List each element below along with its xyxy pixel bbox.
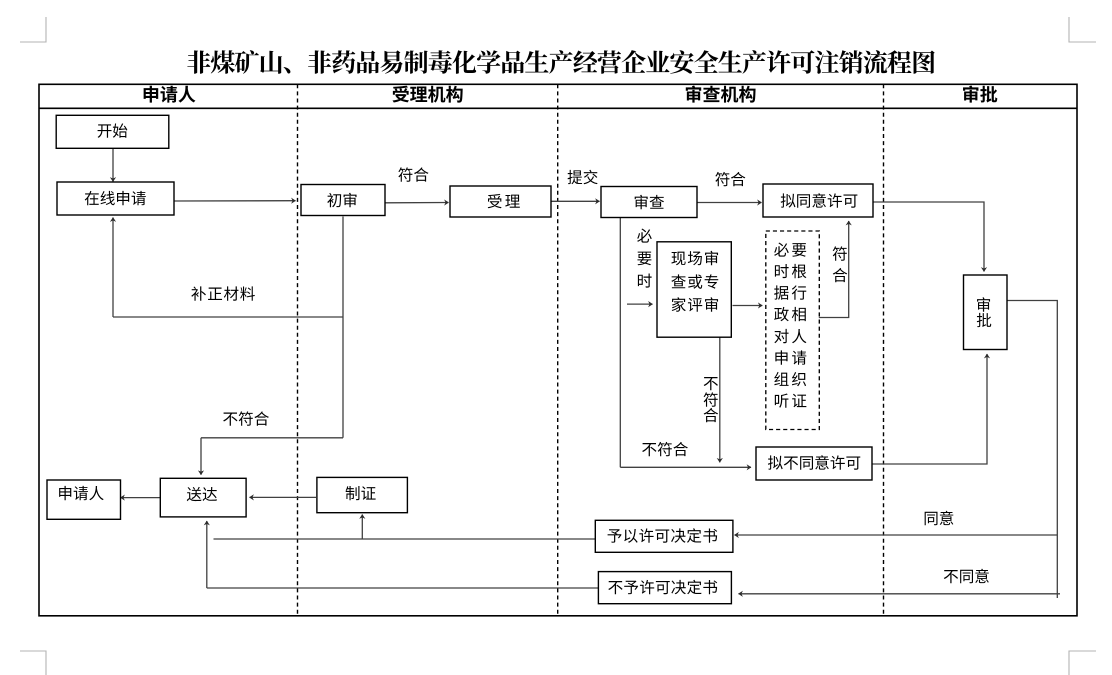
svg-text:非煤矿山、非药品易制毒化学品生产经营企业安全生产许可注销流程: 非煤矿山、非药品易制毒化学品生产经营企业安全生产许可注销流程图 [186,44,936,80]
svg-text:批: 批 [976,309,992,331]
svg-text:必: 必 [637,224,653,246]
svg-text:组织: 组织 [774,368,810,390]
svg-text:查或专: 查或专 [671,270,720,292]
svg-text:审查机构: 审查机构 [685,81,757,107]
svg-text:审查: 审查 [633,191,665,213]
svg-text:合: 合 [832,264,848,286]
svg-text:对人: 对人 [774,325,810,347]
svg-text:不同意: 不同意 [943,565,990,587]
svg-text:符合: 符合 [715,168,747,190]
svg-text:合: 合 [703,404,719,426]
svg-text:拟同意许可: 拟同意许可 [780,190,858,212]
svg-text:不符合: 不符合 [642,438,689,460]
svg-text:开始: 开始 [97,120,129,142]
svg-text:制证: 制证 [345,482,376,504]
svg-text:补正材料: 补正材料 [191,282,256,304]
svg-text:符: 符 [703,388,719,410]
svg-text:申请人: 申请人 [142,81,196,107]
svg-text:听证: 听证 [774,390,810,412]
svg-text:送达: 送达 [186,483,218,505]
svg-text:拟不同意许可: 拟不同意许可 [768,452,862,474]
svg-text:政相: 政相 [774,303,810,325]
svg-text:要: 要 [637,247,653,269]
svg-text:受理机构: 受理机构 [392,81,464,107]
svg-text:申请: 申请 [774,346,810,368]
svg-text:时: 时 [637,270,653,292]
svg-text:予以许可决定书: 予以许可决定书 [607,525,719,547]
svg-text:家评审: 家评审 [671,293,720,315]
svg-text:审批: 审批 [962,81,998,107]
svg-text:现场审: 现场审 [671,247,720,269]
svg-text:申请人: 申请人 [57,482,104,504]
svg-text:符合: 符合 [398,164,430,186]
svg-text:提交: 提交 [567,166,598,188]
svg-text:审: 审 [976,294,992,316]
svg-text:在线申请: 在线申请 [84,187,146,209]
svg-text:不符合: 不符合 [223,408,270,430]
svg-text:同意: 同意 [923,507,954,529]
svg-text:必要: 必要 [774,238,810,260]
svg-text:初审: 初审 [327,189,358,211]
svg-text:不: 不 [703,372,719,394]
svg-text:时根: 时根 [774,260,810,282]
svg-text:符: 符 [832,243,848,265]
svg-text:据行: 据行 [774,282,810,304]
svg-text:不予许可决定书: 不予许可决定书 [608,576,719,598]
svg-text:受理: 受理 [487,190,523,212]
